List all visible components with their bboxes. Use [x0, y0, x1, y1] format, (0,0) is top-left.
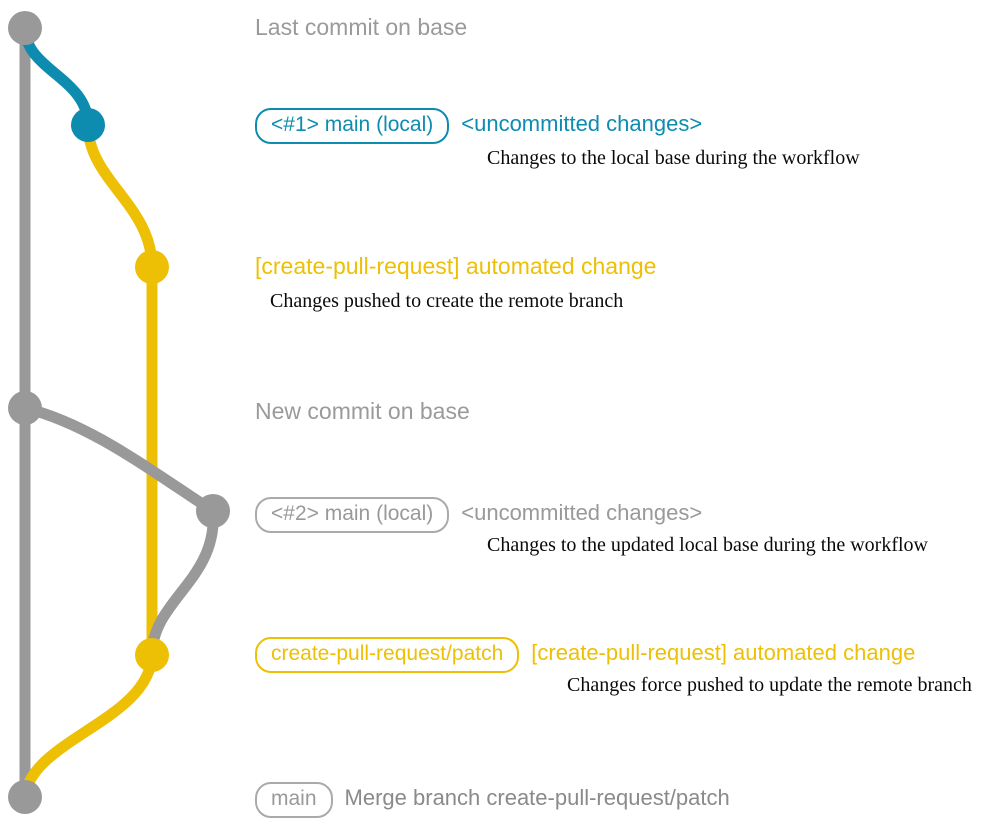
branch-pill-main-local-2[interactable]: <#2> main (local) — [255, 497, 450, 534]
edge-gray-local2-to-patch — [146, 505, 219, 661]
commit-description-automated-2: Changes force pushed to update the remot… — [567, 674, 972, 696]
edge-yellow-patch-to-merge — [19, 649, 158, 803]
commit-node-base-merge[interactable] — [8, 780, 42, 814]
edge-gray-base-to-local2 — [19, 402, 219, 517]
commit-description-local-2: Changes to the updated local base during… — [487, 534, 928, 556]
commit-subject-uncommitted-2: <uncommitted changes> — [461, 500, 703, 525]
row-merge-commit: main Merge branch create-pull-request/pa… — [255, 782, 730, 819]
commit-node-patch-create[interactable] — [135, 250, 169, 284]
edge-yellow-local1-to-patch — [82, 119, 158, 273]
row-local-commit-1: <#1> main (local) <uncommitted changes> — [255, 108, 703, 145]
headline-new-commit-on-base: New commit on base — [255, 398, 470, 424]
branch-pill-main[interactable]: main — [255, 782, 333, 819]
row-local-commit-2: <#2> main (local) <uncommitted changes> — [255, 497, 703, 534]
commit-description-automated-1: Changes pushed to create the remote bran… — [270, 290, 624, 312]
headline-last-commit-on-base: Last commit on base — [255, 14, 468, 40]
commit-node-base-last[interactable] — [8, 11, 42, 45]
branch-pill-main-local-1[interactable]: <#1> main (local) — [255, 108, 450, 145]
commit-node-patch-update[interactable] — [135, 638, 169, 672]
commit-node-base-new[interactable] — [8, 391, 42, 425]
commit-subject-uncommitted-1: <uncommitted changes> — [461, 111, 703, 136]
edge-blue-base-to-local1 — [19, 22, 94, 131]
commit-subject-automated-2: [create-pull-request] automated change — [531, 640, 916, 665]
row-automated-change-2: create-pull-request/patch [create-pull-r… — [255, 637, 916, 674]
branch-pill-create-pull-request-patch[interactable]: create-pull-request/patch — [255, 637, 520, 674]
commit-node-local-2[interactable] — [196, 494, 230, 528]
commit-node-local-1[interactable] — [71, 108, 105, 142]
commit-subject-merge: Merge branch create-pull-request/patch — [344, 785, 730, 810]
headline-automated-change-1: [create-pull-request] automated change — [255, 253, 657, 279]
commit-description-local-1: Changes to the local base during the wor… — [487, 147, 860, 169]
